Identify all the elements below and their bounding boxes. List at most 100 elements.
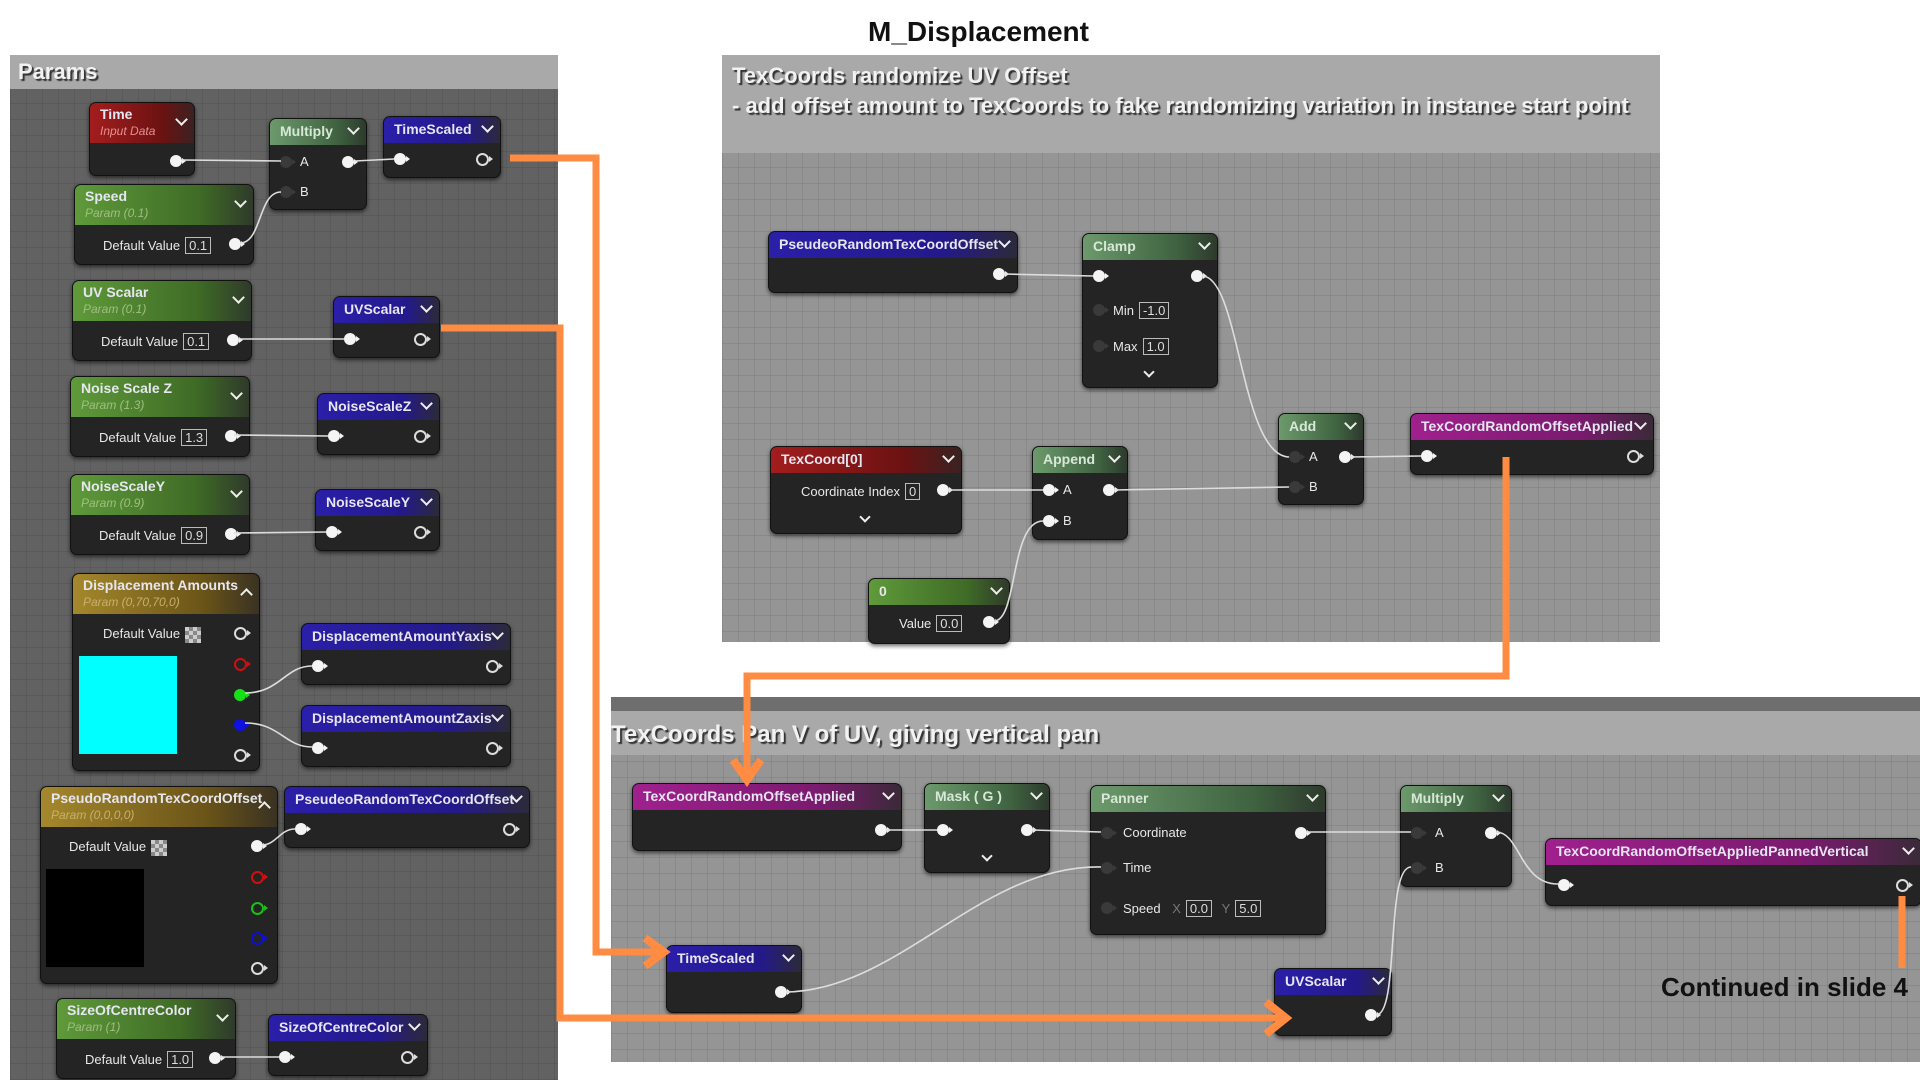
noise-y-var-node[interactable]: NoiseScaleY xyxy=(315,489,440,551)
noise-z-param-output-pin[interactable] xyxy=(225,430,241,442)
chevron-down-icon[interactable] xyxy=(1108,450,1121,463)
chevron-down-icon[interactable] xyxy=(1306,789,1319,802)
append-output-pin[interactable] xyxy=(1103,484,1119,496)
pan-multiply-node[interactable]: Multiply A B xyxy=(1400,785,1512,887)
panner-speed-pin[interactable] xyxy=(1101,902,1117,914)
displacement-g-pin[interactable] xyxy=(234,689,250,701)
pseudo-rgba-pin[interactable] xyxy=(251,840,267,852)
timescaled-get-output-pin[interactable] xyxy=(775,986,791,998)
clamp-output-pin[interactable] xyxy=(1191,270,1207,282)
panner-time-pin[interactable] xyxy=(1101,862,1117,874)
panner-output-pin[interactable] xyxy=(1295,827,1311,839)
mask-g-node[interactable]: Mask ( G ) xyxy=(924,783,1050,873)
constant-zero-value[interactable]: 0.0 xyxy=(936,615,963,632)
multiply-pin-a[interactable] xyxy=(280,156,296,168)
chevron-down-icon[interactable] xyxy=(1143,366,1155,378)
noise-z-output-pin[interactable] xyxy=(414,430,431,443)
size-var-input-pin[interactable] xyxy=(279,1051,295,1063)
chevron-down-icon[interactable] xyxy=(1634,417,1647,430)
mask-output-pin[interactable] xyxy=(1021,824,1037,836)
timescaled-var-node[interactable]: TimeScaled xyxy=(383,116,501,178)
uvscalar-get-output-pin[interactable] xyxy=(1365,1009,1381,1021)
disp-y-var-node[interactable]: DisplacementAmountYaxis xyxy=(301,623,511,685)
uv-scalar-default-value[interactable]: 0.1 xyxy=(183,333,210,350)
chevron-down-icon[interactable] xyxy=(1344,417,1357,430)
chevron-down-icon[interactable] xyxy=(481,120,494,133)
chevron-down-icon[interactable] xyxy=(882,787,895,800)
size-param-node[interactable]: SizeOfCentreColor Param (1) Default Valu… xyxy=(56,998,236,1079)
pseudo-get-node[interactable]: PseudeoRandomTexCoordOffset xyxy=(768,231,1018,293)
chevron-down-icon[interactable] xyxy=(1902,842,1915,855)
pseudo-get-output-pin[interactable] xyxy=(993,268,1009,280)
displacement-a-pin[interactable] xyxy=(234,749,251,762)
chevron-down-icon[interactable] xyxy=(420,493,433,506)
chevron-down-icon[interactable] xyxy=(1198,237,1211,250)
chevron-down-icon[interactable] xyxy=(230,387,243,400)
constant-zero-output-pin[interactable] xyxy=(983,616,999,628)
tc-applied-set-node[interactable]: TexCoordRandomOffsetApplied xyxy=(1410,413,1654,475)
add-pin-a[interactable] xyxy=(1289,451,1305,463)
timescaled-get-node[interactable]: TimeScaled xyxy=(666,945,802,1013)
size-param-output-pin[interactable] xyxy=(209,1052,225,1064)
pseudo-a-pin[interactable] xyxy=(251,962,268,975)
append-pin-a[interactable] xyxy=(1043,484,1059,496)
panner-speed-y-value[interactable]: 5.0 xyxy=(1235,900,1262,917)
chevron-down-icon[interactable] xyxy=(1372,972,1385,985)
tc-applied-get-node[interactable]: TexCoordRandomOffsetApplied xyxy=(632,783,902,851)
timescaled-output-pin[interactable] xyxy=(476,153,493,166)
add-node[interactable]: Add A B xyxy=(1278,413,1364,505)
speed-output-pin[interactable] xyxy=(229,238,245,250)
time-node[interactable]: Time Input Data xyxy=(89,102,195,176)
tc-applied-get-output-pin[interactable] xyxy=(875,824,891,836)
disp-z-input-pin[interactable] xyxy=(312,742,328,754)
clamp-max-value[interactable]: 1.0 xyxy=(1142,338,1169,355)
disp-z-var-node[interactable]: DisplacementAmountZaxis xyxy=(301,705,511,767)
chevron-down-icon[interactable] xyxy=(234,195,247,208)
noise-z-input-pin[interactable] xyxy=(328,430,344,442)
pan-result-input-pin[interactable] xyxy=(1558,879,1574,891)
noise-y-default-value[interactable]: 0.9 xyxy=(181,527,208,544)
chevron-down-icon[interactable] xyxy=(782,949,795,962)
uv-scalar-param-output-pin[interactable] xyxy=(227,334,243,346)
append-node[interactable]: Append A B xyxy=(1032,446,1128,540)
clamp-input-pin[interactable] xyxy=(1093,270,1109,282)
multiply-output-pin[interactable] xyxy=(342,156,358,168)
chevron-down-icon[interactable] xyxy=(859,511,871,523)
clamp-max-pin[interactable] xyxy=(1093,340,1109,352)
size-default-value[interactable]: 1.0 xyxy=(167,1051,194,1068)
chevron-down-icon[interactable] xyxy=(232,291,245,304)
chevron-down-icon[interactable] xyxy=(408,1018,421,1031)
displacement-rgba-pin[interactable] xyxy=(234,627,251,640)
noise-y-input-pin[interactable] xyxy=(326,526,342,538)
clamp-min-value[interactable]: -1.0 xyxy=(1138,302,1170,319)
pseudo-var-output-pin[interactable] xyxy=(503,823,520,836)
texcoord-index-value[interactable]: 0 xyxy=(905,483,921,500)
pseudo-b-pin[interactable] xyxy=(251,932,268,945)
time-output-pin[interactable] xyxy=(170,155,186,167)
panner-speed-x-value[interactable]: 0.0 xyxy=(1185,900,1212,917)
chevron-down-icon[interactable] xyxy=(216,1009,229,1022)
displacement-amounts-node[interactable]: Displacement Amounts Param (0,70,70,0) D… xyxy=(72,573,260,771)
pseudo-r-pin[interactable] xyxy=(251,871,268,884)
noise-y-param-output-pin[interactable] xyxy=(225,528,241,540)
chevron-up-icon[interactable] xyxy=(240,588,253,601)
texcoord-output-pin[interactable] xyxy=(937,484,953,496)
chevron-down-icon[interactable] xyxy=(491,627,504,640)
chevron-down-icon[interactable] xyxy=(998,235,1011,248)
timescaled-input-pin[interactable] xyxy=(394,153,410,165)
displacement-r-pin[interactable] xyxy=(234,658,251,671)
noise-z-var-node[interactable]: NoiseScaleZ xyxy=(317,393,440,455)
uvscalar-output-pin[interactable] xyxy=(414,333,431,346)
multiply-pin-b[interactable] xyxy=(280,186,296,198)
uvscalar-var-node[interactable]: UVScalar xyxy=(333,296,440,358)
add-pin-b[interactable] xyxy=(1289,481,1305,493)
pan-multiply-output-pin[interactable] xyxy=(1485,827,1501,839)
chevron-down-icon[interactable] xyxy=(175,113,188,126)
multiply-node[interactable]: Multiply A B xyxy=(269,118,367,210)
